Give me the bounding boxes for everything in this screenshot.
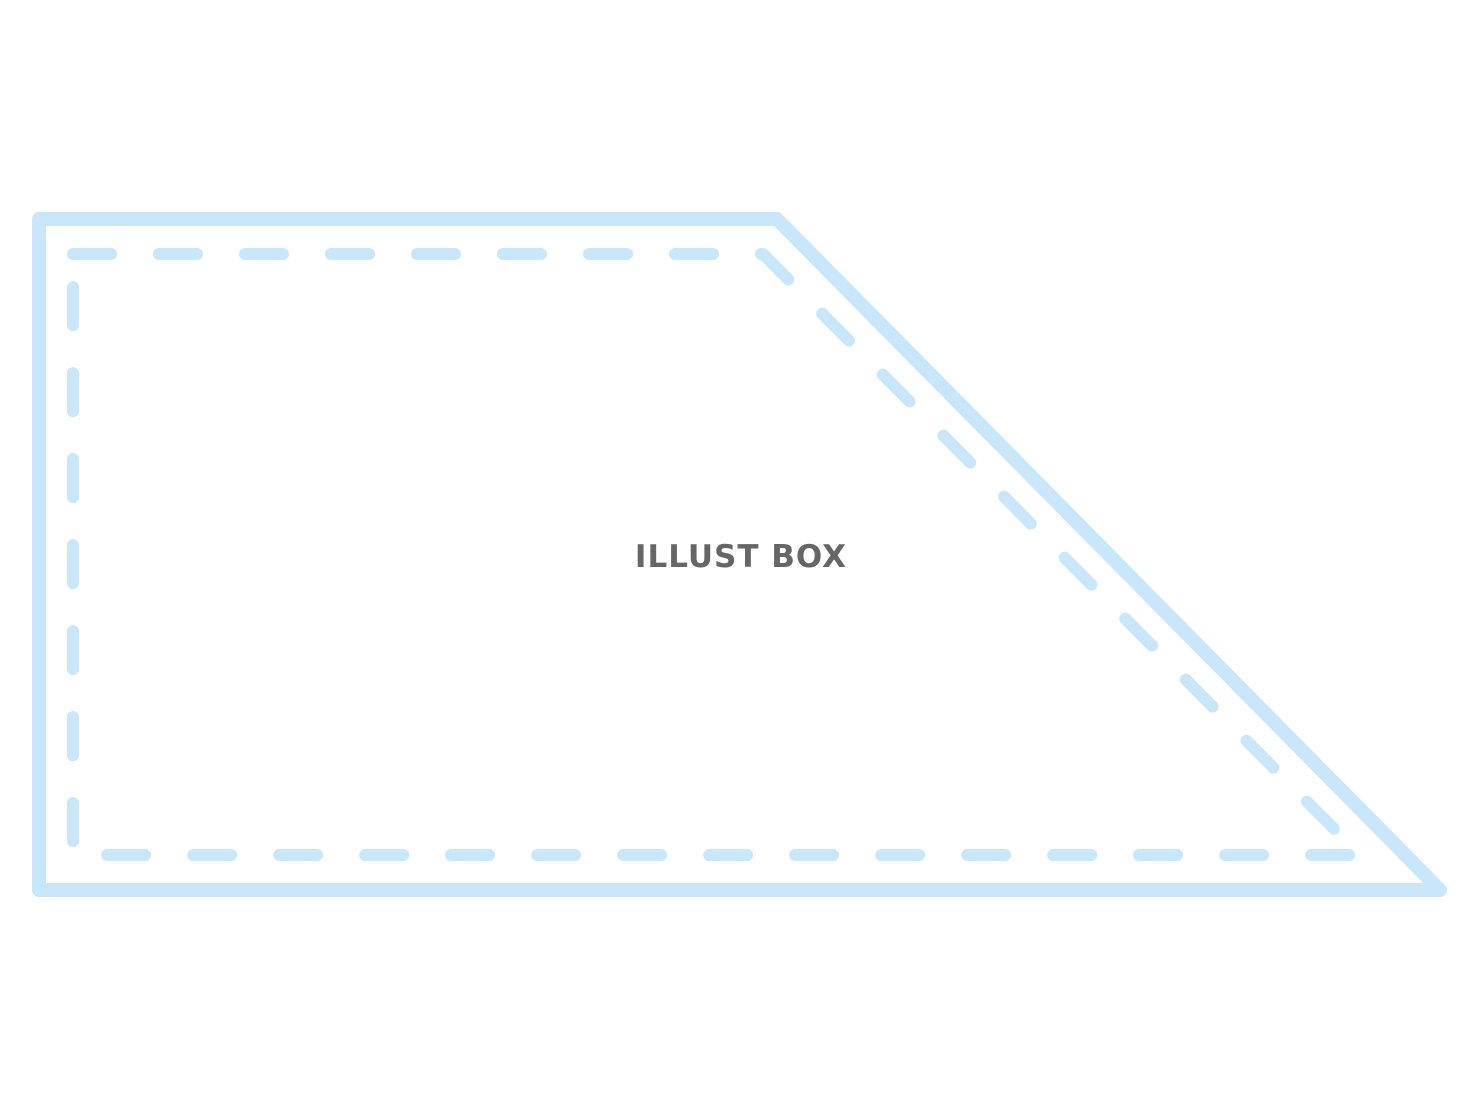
trapezoid-outer-frame xyxy=(32,212,1447,897)
watermark-label: ILLUST BOX xyxy=(635,539,847,575)
trapezoid-inner-dashed-frame xyxy=(67,248,1366,861)
